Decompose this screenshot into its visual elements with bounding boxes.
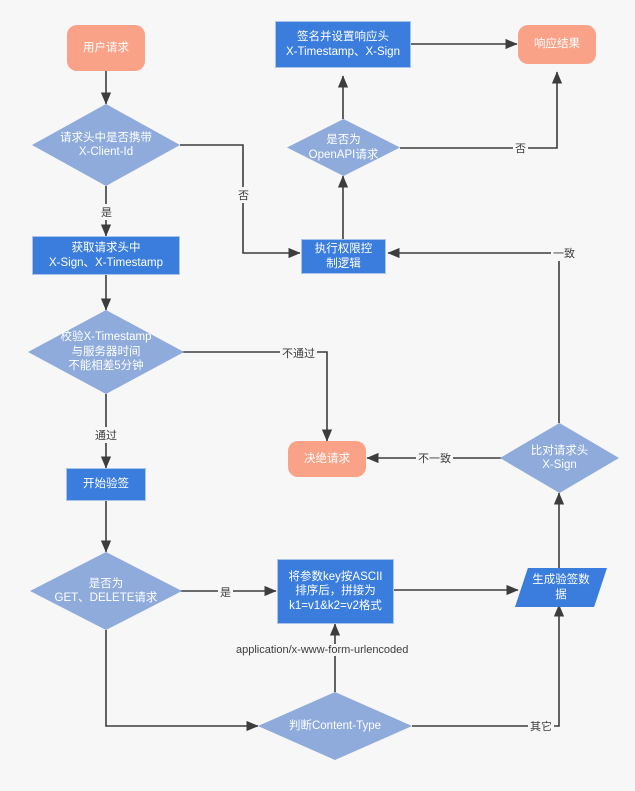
node-start[interactable]: 用户请求 xyxy=(67,25,145,71)
node-start-verify-label: 开始验签 xyxy=(83,478,129,491)
node-auth-logic[interactable]: 执行权限控 制逻辑 xyxy=(301,239,386,274)
node-content-type-label: 判断Content-Type xyxy=(288,719,382,732)
node-has-client-id-label: 请求头中是否携带 X-Client-Id xyxy=(60,131,152,158)
node-content-type[interactable]: 判断Content-Type xyxy=(258,692,412,760)
node-check-timestamp[interactable]: 校验X-Timestamp 与服务器时间 不能相差5分钟 xyxy=(28,310,184,394)
edge-checkts-fail xyxy=(180,351,333,442)
edge-isgetdel-to-contenttype xyxy=(105,630,259,732)
edge-label-compare-sign-match: 一致 xyxy=(551,245,577,261)
node-auth-logic-label: 执行权限控 制逻辑 xyxy=(314,243,373,270)
node-generate-sign-data-label: 生成验签数 据 xyxy=(532,574,590,601)
node-reject-request[interactable]: 决绝请求 xyxy=(288,441,366,477)
edge-label-check-timestamp-pass: 通过 xyxy=(93,427,119,443)
edge-label-has-client-id-yes: 是 xyxy=(99,204,114,220)
node-compare-sign[interactable]: 比对请求头 X-Sign xyxy=(500,423,619,493)
node-sign-response-label: 签名并设置响应头 X-Timestamp、X-Sign xyxy=(286,31,400,58)
edge-label-check-timestamp-fail: 不通过 xyxy=(280,345,317,361)
node-is-openapi-label: 是否为 OpenAPI请求 xyxy=(308,134,379,161)
parallelogram-shape xyxy=(515,568,607,607)
node-start-verify[interactable]: 开始验签 xyxy=(66,468,146,501)
edge-label-compare-sign-mismatch: 不一致 xyxy=(416,450,453,466)
node-is-get-delete[interactable]: 是否为 GET、DELETE请求 xyxy=(30,552,182,630)
node-generate-sign-data[interactable]: 生成验签数 据 xyxy=(515,568,607,607)
node-is-get-delete-label: 是否为 GET、DELETE请求 xyxy=(54,577,158,604)
node-reject-request-label: 决绝请求 xyxy=(304,452,350,465)
node-response-result[interactable]: 响应结果 xyxy=(518,25,596,64)
node-has-client-id[interactable]: 请求头中是否携带 X-Client-Id xyxy=(32,104,180,186)
node-is-openapi[interactable]: 是否为 OpenAPI请求 xyxy=(287,119,400,176)
edge-isopenapi-no xyxy=(400,71,563,149)
node-get-headers-label: 获取请求头中 X-Sign、X-Timestamp xyxy=(49,242,163,269)
node-sort-params-label: 将参数key按ASCII 排序后，拼接为 k1=v1&k2=v2格式 xyxy=(288,570,383,612)
edge-label-content-type-other: 其它 xyxy=(528,718,554,734)
node-get-headers[interactable]: 获取请求头中 X-Sign、X-Timestamp xyxy=(32,236,180,275)
edge-label-has-client-id-no: 否 xyxy=(236,187,251,203)
node-compare-sign-label: 比对请求头 X-Sign xyxy=(530,444,589,471)
edge-comparesign-match xyxy=(387,247,560,423)
node-sort-params[interactable]: 将参数key按ASCII 排序后，拼接为 k1=v1&k2=v2格式 xyxy=(277,559,394,624)
node-start-label: 用户请求 xyxy=(83,41,129,54)
node-check-timestamp-label: 校验X-Timestamp 与服务器时间 不能相差5分钟 xyxy=(60,331,152,373)
node-response-result-label: 响应结果 xyxy=(534,38,580,51)
edge-label-content-type-urlencoded: application/x-www-form-urlencoded xyxy=(234,644,411,656)
edge-label-is-openapi-no: 否 xyxy=(513,140,528,156)
edge-label-is-get-delete-yes: 是 xyxy=(218,584,233,600)
edge-contenttype-other xyxy=(412,604,565,727)
node-sign-response[interactable]: 签名并设置响应头 X-Timestamp、X-Sign xyxy=(275,21,411,68)
